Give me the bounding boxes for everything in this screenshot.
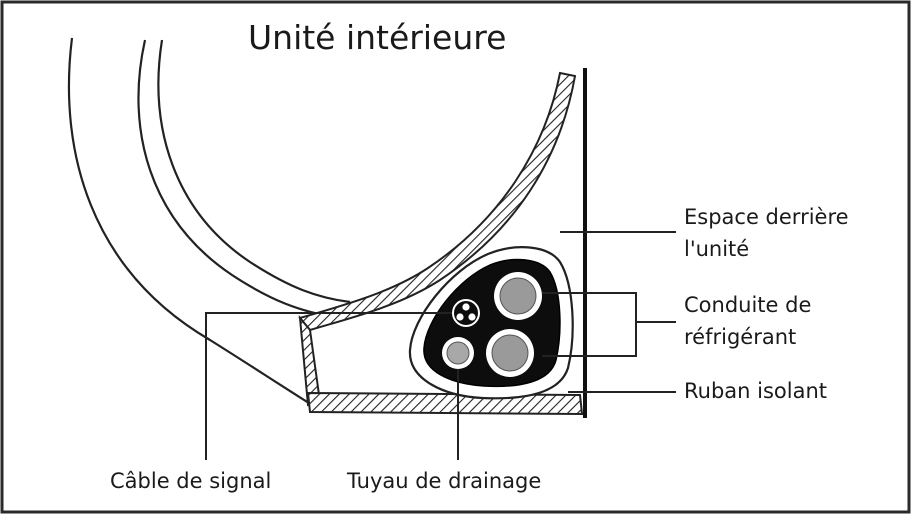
unit-housing-curve (67, 37, 321, 411)
unit-inner-curve-inner (157, 39, 351, 304)
label-rear-space-line2: l'unité (684, 237, 750, 261)
label-refrigerant-line1: Conduite de (684, 293, 812, 317)
diagram-title: Unité intérieure (248, 18, 507, 57)
leader-refrigerant (542, 292, 637, 357)
label-insulating-tape: Ruban isolant (684, 379, 828, 403)
hatched-bottom-bar (306, 391, 584, 416)
leader-signal-cable (205, 312, 452, 460)
label-signal-cable: Câble de signal (110, 469, 272, 493)
unit-inner-curve-outer (137, 39, 341, 320)
label-refrigerant-line2: réfrigérant (684, 325, 797, 349)
hatched-side-block (298, 314, 322, 407)
label-drain-pipe: Tuyau de drainage (347, 469, 542, 493)
label-rear-space-line1: Espace derrière (684, 205, 849, 229)
